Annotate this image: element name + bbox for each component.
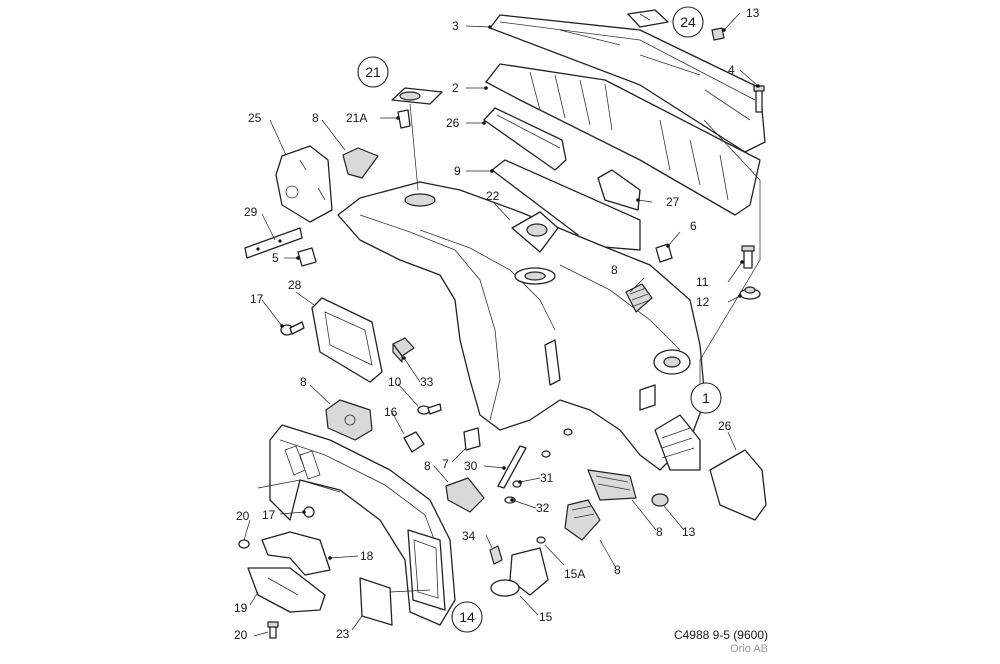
callout-10: 10 [388,375,402,389]
callout-17-upper: 17 [250,292,264,306]
callout-25: 25 [248,111,262,125]
part-screws-31 [512,428,573,488]
part-speaker-grille [511,211,559,253]
callout-23: 23 [336,627,350,641]
callout-17-lower: 17 [262,508,276,522]
part-vent-lower-a [564,499,601,541]
part-vent-duct [485,63,761,216]
callout-7: 7 [442,457,449,471]
callout-6: 6 [690,219,697,233]
callout-18: 18 [360,549,374,563]
leader-dots [280,25,760,560]
part-vent-lower-b [587,469,637,501]
callout-1: 1 [702,390,710,406]
callout-24: 24 [680,14,696,30]
part-side-cover [275,145,333,223]
callout-14: 14 [459,609,475,625]
part-clip-7 [463,427,481,451]
part-cupholder-15 [490,547,549,597]
part-nut-12 [739,286,761,300]
part-grille-midleft [325,399,373,441]
part-trim-strip-upper [483,107,567,171]
callout-labels: 3 24 13 2 4 21 21A 26 25 8 9 22 27 29 6 … [234,6,760,642]
callout-13-lower: 13 [682,525,696,539]
callout-13-top: 13 [746,6,760,20]
part-vent-center [445,477,485,513]
part-screw-17-upper [280,321,305,336]
part-screw-20-upper [238,539,250,549]
callout-ring-14 [451,601,483,633]
callout-8-lower-right: 8 [656,525,663,539]
part-cupholder-34 [489,545,503,565]
part-nut-13-top [711,27,725,41]
callout-4: 4 [728,63,735,77]
callout-31: 31 [540,471,554,485]
part-cover-23 [359,577,393,626]
callout-8-lower: 8 [614,563,621,577]
callout-2: 2 [452,81,459,95]
leader-lines [243,12,761,637]
callout-15a: 15A [564,567,585,581]
callout-21a: 21A [346,111,367,125]
callout-15: 15 [539,610,553,624]
callout-ring-24 [672,6,704,38]
part-end-cover [709,449,767,521]
part-dashboard-main [337,181,706,471]
part-steering-cover-upper [261,531,331,576]
part-cap [627,9,669,28]
part-clip-16 [403,431,425,453]
part-screw-11 [741,245,755,269]
callout-28: 28 [288,278,302,292]
callout-8-right: 8 [611,263,618,277]
callout-21: 21 [365,64,381,80]
callout-ring-21 [357,56,389,88]
part-grille-top [342,147,379,179]
part-steering-cover-lower [247,567,326,613]
part-bolt-4 [753,85,765,113]
part-lower-strip [491,159,641,251]
callout-9: 9 [454,164,461,178]
callout-27: 27 [666,195,680,209]
callout-11: 11 [696,275,709,289]
part-screw-10 [417,403,442,415]
callout-8-center: 8 [424,459,431,473]
callout-8-midleft: 8 [300,375,307,389]
part-lower-instrument-panel [269,424,456,626]
part-rod-30 [497,445,527,489]
callout-29: 29 [244,205,258,219]
part-clip-5 [297,247,317,267]
callout-ring-1 [690,382,722,414]
callout-26-upper: 26 [446,116,460,130]
diagram-footer: C4988 9-5 (9600) Orio AB [674,628,768,655]
part-clip-6 [655,243,673,263]
callout-20-lower: 20 [234,628,248,642]
reference-code: C4988 9-5 (9600) [673,628,768,642]
callout-19: 19 [234,601,248,615]
callout-32: 32 [536,501,550,515]
part-instrument-housing [311,297,383,383]
part-bracket-29 [244,227,303,259]
part-block-33 [392,337,415,363]
part-defroster-top-panel [489,14,766,153]
callout-34: 34 [462,529,476,543]
part-screw-15a [536,536,546,544]
callout-20-upper: 20 [236,509,250,523]
part-screw-20-lower [267,621,279,639]
callout-26-lower: 26 [718,419,732,433]
part-speaker-cover [391,87,443,129]
callout-22: 22 [486,189,500,203]
callout-30: 30 [464,459,478,473]
callout-3: 3 [452,19,459,33]
part-vent-right [625,283,653,313]
publisher-name: Orio AB [730,643,768,655]
callout-5: 5 [272,251,279,265]
callout-33: 33 [420,375,434,389]
callout-8-top: 8 [312,111,319,125]
callout-16: 16 [384,405,398,419]
callout-12: 12 [696,295,710,309]
part-nut-13-lower [651,493,669,507]
